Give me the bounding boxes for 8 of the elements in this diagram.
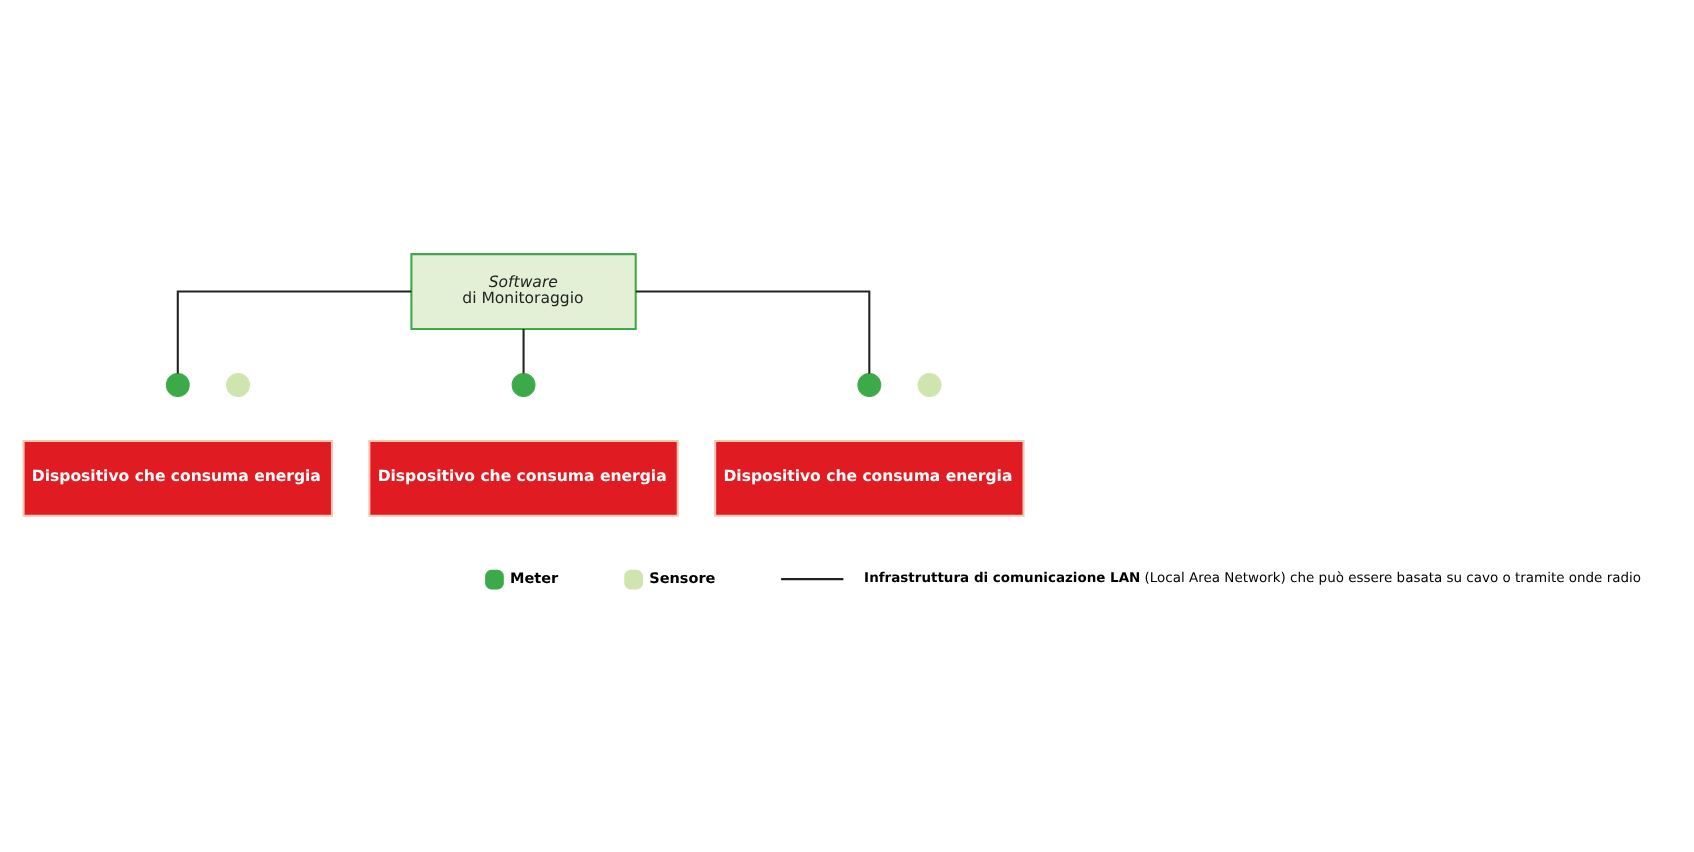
node-circle (917, 373, 942, 397)
connector (522, 329, 525, 374)
node-circle (857, 373, 882, 397)
node-circle (226, 373, 250, 397)
connector (635, 290, 871, 374)
node-circle (511, 373, 536, 397)
node-circle (165, 373, 190, 397)
connector (176, 290, 412, 374)
